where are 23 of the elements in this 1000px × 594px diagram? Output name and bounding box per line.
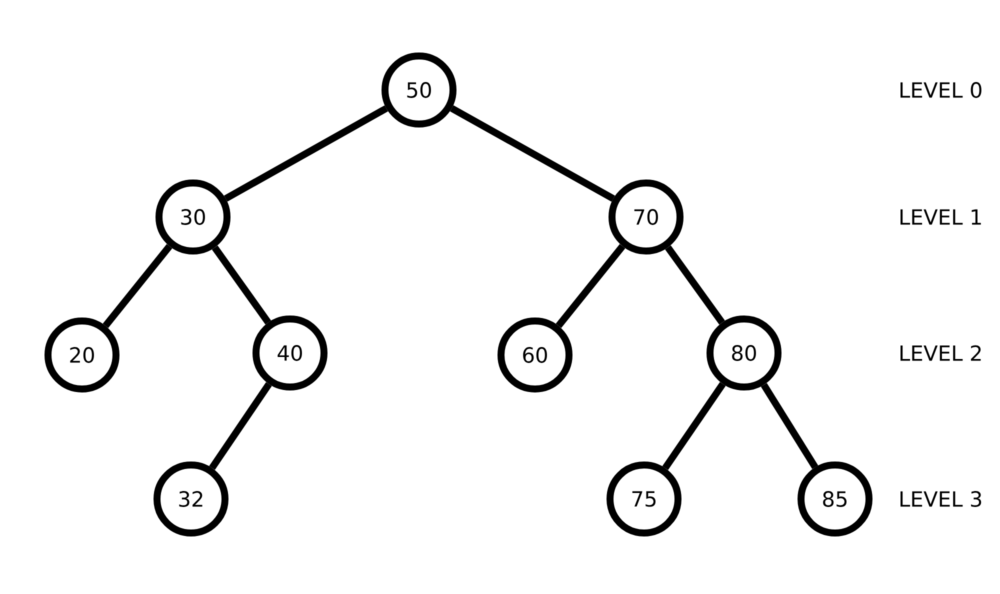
tree-edge [212, 246, 272, 324]
tree-node: 20 [44, 318, 120, 392]
tree-edge [209, 382, 272, 470]
tree-edge [665, 245, 725, 325]
tree-edge [102, 244, 172, 328]
tree-node: 32 [154, 462, 228, 536]
level-label: LEVEL 1 [900, 209, 981, 225]
tree-node: 50 [382, 52, 456, 128]
tree-node: 30 [156, 180, 230, 254]
tree-edge [662, 382, 726, 470]
tree-node: 80 [706, 316, 782, 390]
tree-edge [760, 382, 818, 470]
level-label: LEVEL 2 [900, 345, 981, 361]
tree-node: 75 [606, 462, 682, 536]
tree-edge [224, 105, 388, 202]
level-label: LEVEL 3 [900, 491, 982, 507]
tree-node: 70 [608, 180, 684, 254]
tree-edge [450, 105, 615, 202]
tree-node: 85 [798, 462, 873, 536]
tree-edge [556, 244, 626, 328]
level-label: LEVEL 0 [900, 82, 982, 98]
tree-node: 40 [252, 316, 328, 390]
tree-node: 60 [498, 318, 572, 392]
